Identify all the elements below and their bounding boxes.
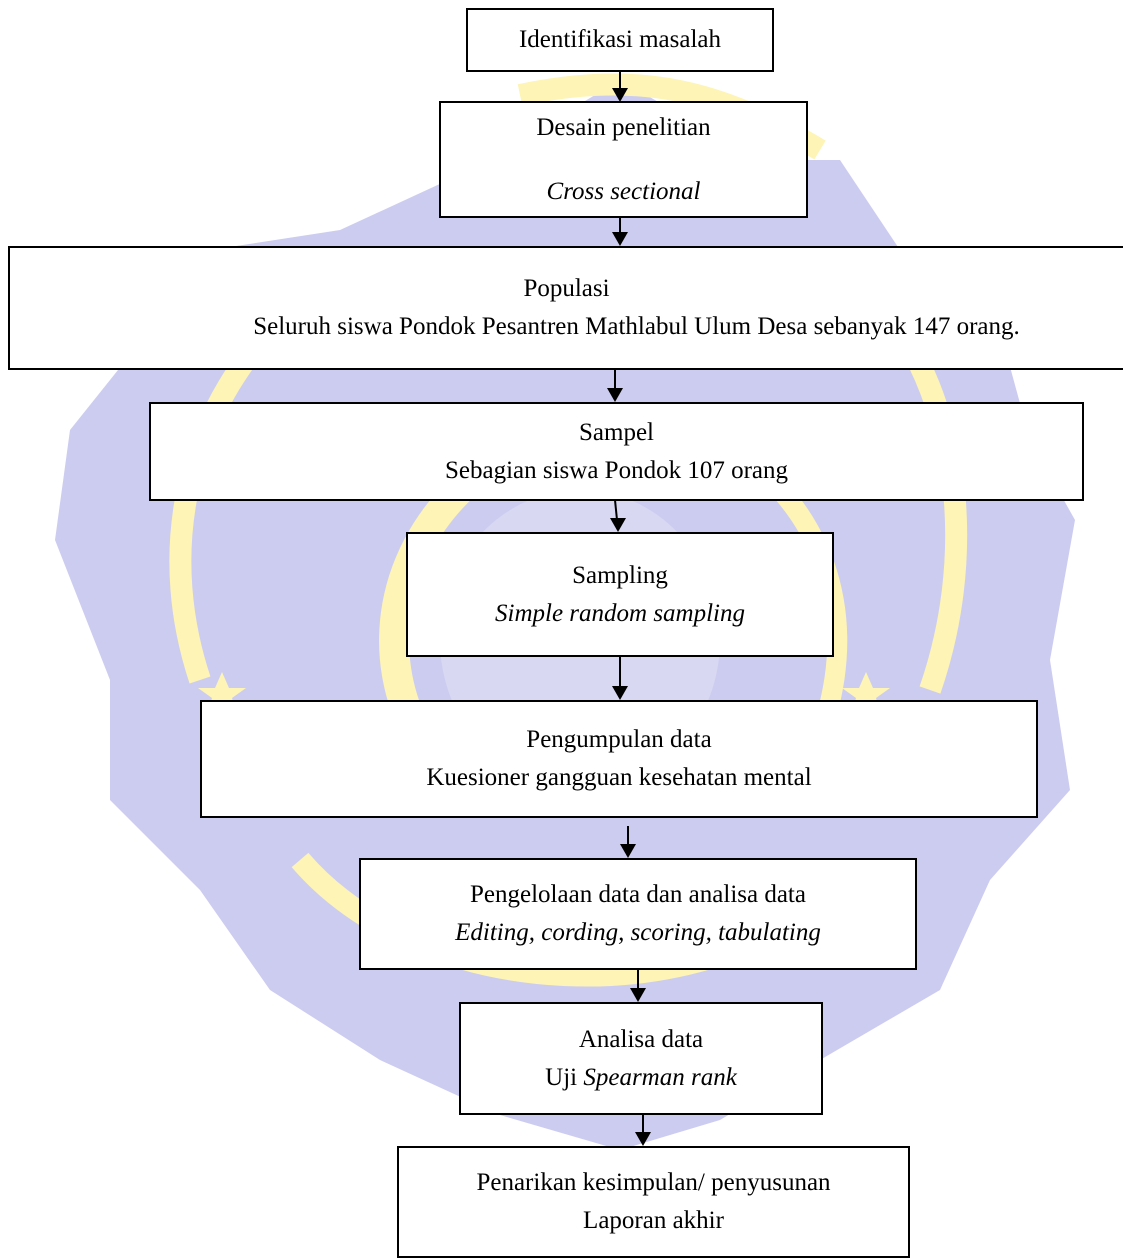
arrowhead-4 bbox=[610, 518, 626, 532]
step-populasi-label: Populasi bbox=[523, 275, 610, 302]
step-analisa-detail: Uji Spearman rank bbox=[545, 1059, 737, 1097]
arrowhead-1 bbox=[612, 88, 628, 102]
arrowhead-6 bbox=[620, 844, 636, 858]
arrowhead-2 bbox=[612, 232, 628, 246]
step-analisa-detail-prefix: Uji bbox=[545, 1063, 584, 1091]
step-sampling-label: Sampling bbox=[572, 561, 668, 589]
step-analisa-detail-method: Spearman rank bbox=[583, 1063, 737, 1091]
step-analisa-data: Analisa data Uji Spearman rank bbox=[459, 1002, 823, 1115]
step-populasi: Populasi Seluruh siswa Pondok Pesantren … bbox=[8, 246, 1123, 370]
step-sampel-label: Sampel bbox=[579, 418, 654, 446]
step-penarikan-detail: Laporan akhir bbox=[583, 1207, 724, 1234]
step-pengumpulan-label: Pengumpulan data bbox=[526, 726, 712, 753]
step-pengelolaan-detail: Editing, cording, scoring, tabulating bbox=[455, 919, 821, 946]
step-pengelolaan-data: Pengelolaan data dan analisa data Editin… bbox=[359, 858, 917, 970]
arrowhead-7 bbox=[630, 988, 646, 1002]
step-identifikasi-masalah: Identifikasi masalah bbox=[466, 8, 774, 72]
step-populasi-detail: Seluruh siswa Pondok Pesantren Mathlabul… bbox=[253, 313, 1020, 340]
step-desain-penelitian: Desain penelitian Cross sectional bbox=[439, 101, 808, 218]
step-desain-label: Desain penelitian bbox=[536, 113, 711, 141]
step-sampling-detail: Simple random sampling bbox=[495, 599, 745, 627]
step-analisa-label: Analisa data bbox=[578, 1025, 704, 1053]
arrowhead-5 bbox=[612, 686, 628, 700]
step-identifikasi-label: Identifikasi masalah bbox=[518, 26, 721, 53]
step-sampling: Sampling Simple random sampling bbox=[406, 532, 834, 657]
step-penarikan-kesimpulan: Penarikan kesimpulan/ penyusunan Laporan… bbox=[397, 1146, 910, 1258]
step-sampel: Sampel Sebagian siswa Pondok 107 orang bbox=[149, 402, 1084, 501]
arrowhead-8 bbox=[635, 1132, 651, 1146]
step-pengumpulan-detail: Kuesioner gangguan kesehatan mental bbox=[426, 764, 812, 791]
seal-star-right bbox=[842, 672, 890, 714]
step-penarikan-label: Penarikan kesimpulan/ penyusunan bbox=[476, 1169, 831, 1196]
step-desain-detail: Cross sectional bbox=[546, 177, 701, 205]
seal-star-left bbox=[198, 672, 246, 714]
step-pengelolaan-label: Pengelolaan data dan analisa data bbox=[470, 881, 806, 908]
arrowhead-3 bbox=[607, 388, 623, 402]
step-sampel-detail: Sebagian siswa Pondok 107 orang bbox=[444, 456, 789, 484]
step-pengumpulan-data: Pengumpulan data Kuesioner gangguan kese… bbox=[200, 700, 1038, 818]
